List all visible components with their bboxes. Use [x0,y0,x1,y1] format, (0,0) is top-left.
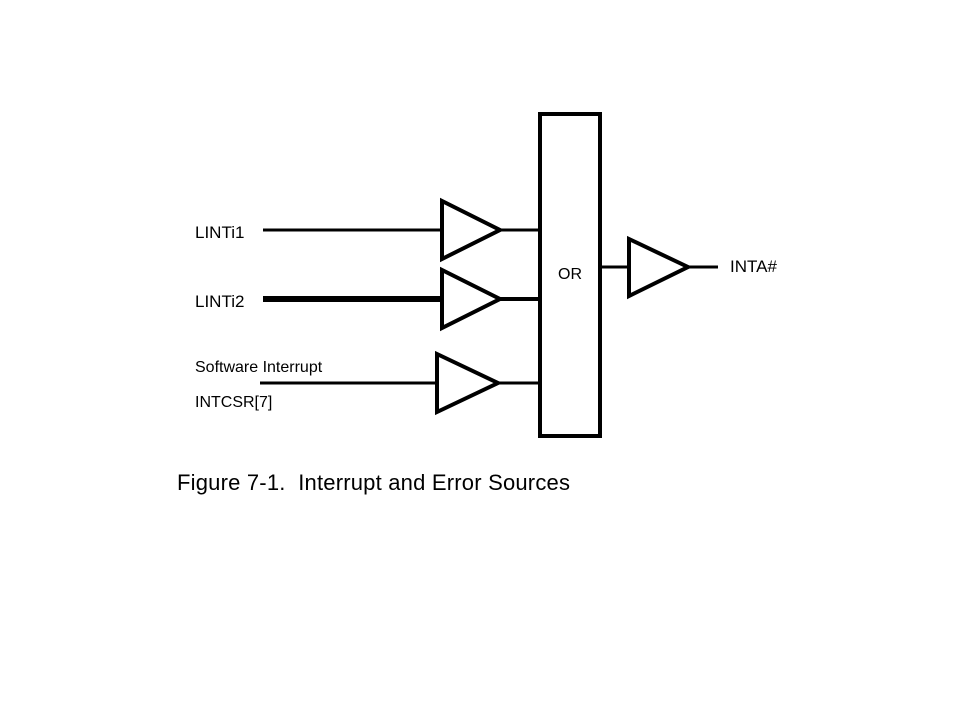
or-gate-label: OR [558,266,582,283]
input-label-software-interrupt: Software Interrupt [195,359,323,376]
or-gate-block [538,112,602,438]
buffer-lint2 [440,266,505,332]
input-label-intcsr: INTCSR[7] [195,394,272,411]
buffer-software-interrupt [435,350,503,416]
buffer-lint1 [440,197,505,263]
input-label-lint1: LINTi1 [195,223,244,242]
output-label-inta: INTA# [730,257,777,276]
figure-caption: Figure 7-1. Interrupt and Error Sources [177,470,570,495]
output-buffer [627,235,693,300]
input-label-lint2: LINTi2 [195,292,244,311]
